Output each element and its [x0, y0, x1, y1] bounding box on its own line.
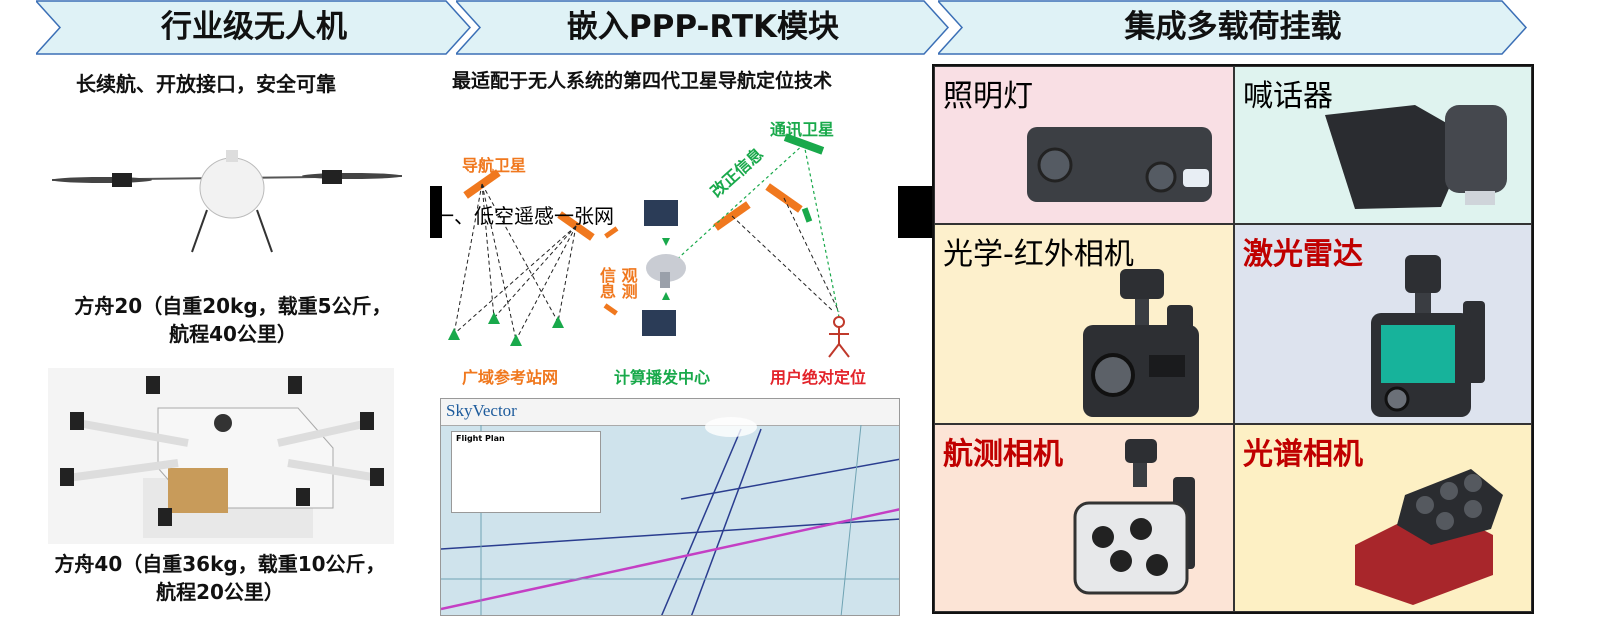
- label-reference-stations: 广域参考站网: [462, 368, 559, 387]
- banner-middle-title: 嵌入PPP-RTK模块: [566, 9, 840, 45]
- drone2-caption: 方舟40（自重36kg，载重10公斤，航程20公里）: [54, 552, 386, 604]
- drone1-caption: 方舟20（自重20kg，载重5公斤，航程40公里）: [74, 294, 392, 346]
- right-black-bar: [898, 186, 932, 238]
- banner-right-title: 集成多载荷挂载: [1124, 9, 1342, 45]
- label-compute-center: 计算播发中心: [614, 368, 711, 387]
- ppp-rtk-diagram: [444, 112, 894, 382]
- payload-label-speaker: 喊话器: [1243, 79, 1333, 114]
- overlay-heading: 一、低空遥感一张网: [434, 204, 614, 228]
- label-user-position: 用户绝对定位: [770, 368, 867, 387]
- payload-label-spectral-camera: 光谱相机: [1243, 437, 1363, 472]
- payload-label-light: 照明灯: [943, 79, 1033, 114]
- banner-left-title: 行业级无人机: [161, 9, 347, 45]
- banner-right: 集成多载荷挂载: [938, 0, 1528, 55]
- payload-label-eo-ir-camera: 光学-红外相机: [943, 237, 1134, 272]
- label-comm-satellite: 通讯卫星: [770, 120, 835, 139]
- payload-label-lidar: 激光雷达: [1243, 237, 1363, 272]
- payload-cell-lidar: 激光雷达: [1234, 224, 1532, 424]
- banner-left: 行业级无人机: [36, 0, 472, 55]
- skyvector-logo: SkyVector: [446, 401, 517, 420]
- skyvector-toolbar: SkyVector: [441, 399, 899, 426]
- flight-plan-panel: Flight Plan: [451, 431, 601, 513]
- flight-plan-title: Flight Plan: [456, 434, 505, 443]
- drone2-image: [48, 368, 394, 544]
- label-observation-bottom: 息 测: [600, 282, 638, 301]
- drone1-image: [42, 140, 412, 260]
- payload-label-survey-camera: 航测相机: [943, 437, 1063, 472]
- label-observation-top: 信 观: [600, 266, 638, 285]
- payload-cell-light: 照明灯: [934, 66, 1234, 224]
- payload-grid: 照明灯 喊话器 光学-红外相机 激光雷达: [932, 64, 1534, 614]
- payload-cell-spectral-camera: 光谱相机: [1234, 424, 1532, 612]
- skyvector-screenshot: SkyVector Flight Plan: [440, 398, 900, 616]
- banner-middle: 嵌入PPP-RTK模块: [456, 0, 950, 55]
- payload-cell-speaker: 喊话器: [1234, 66, 1532, 224]
- payload-cell-eo-ir-camera: 光学-红外相机: [934, 224, 1234, 424]
- payload-cell-survey-camera: 航测相机: [934, 424, 1234, 612]
- label-nav-satellite: 导航卫星: [462, 156, 527, 175]
- left-black-bar: [430, 186, 442, 238]
- left-subtitle: 长续航、开放接口，安全可靠: [76, 72, 336, 96]
- middle-subtitle: 最适配于无人系统的第四代卫星导航定位技术: [452, 70, 833, 92]
